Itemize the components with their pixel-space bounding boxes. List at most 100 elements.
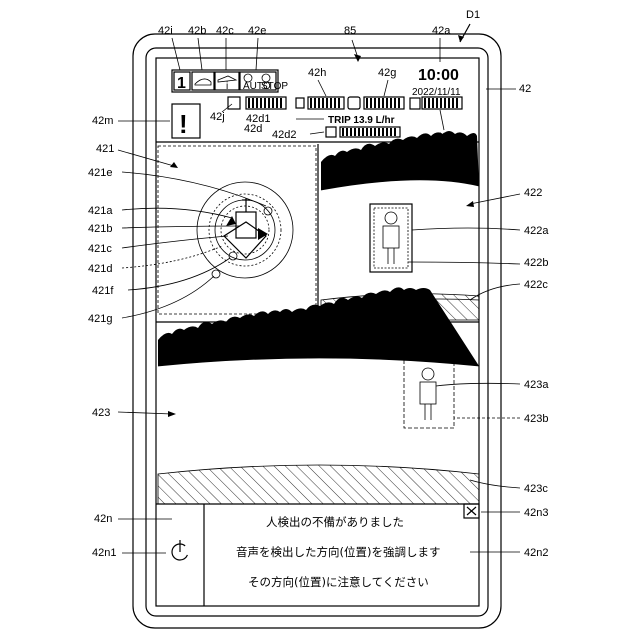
gauge-segment bbox=[346, 128, 348, 136]
message-panel: 42n 42n1 42n3 人検出の不備がありました 音声を検出した方向(位置)… bbox=[92, 504, 548, 606]
detection-range-inner bbox=[209, 194, 281, 266]
ref-42a: 42a bbox=[432, 25, 451, 37]
gauge-segment bbox=[452, 98, 454, 108]
gauge-segment bbox=[374, 128, 376, 136]
gauge-segment bbox=[382, 98, 384, 108]
gauge-segment bbox=[248, 98, 250, 108]
gauge-segment bbox=[350, 128, 352, 136]
rear-view-machine-edge bbox=[158, 465, 479, 504]
water-temp-icon bbox=[348, 97, 360, 109]
ref-423: 423 bbox=[92, 407, 110, 419]
ref-42g: 42g bbox=[378, 67, 396, 79]
ref-422b: 422b bbox=[524, 257, 548, 269]
gauge-segment bbox=[432, 98, 434, 108]
ref-423b: 423b bbox=[524, 413, 548, 425]
ref-423c: 423c bbox=[524, 483, 548, 495]
gauge-segment bbox=[378, 98, 380, 108]
ref-421b: 421b bbox=[88, 223, 112, 235]
gauge-segment bbox=[390, 128, 392, 136]
gauge-segment bbox=[326, 98, 328, 108]
ref-421c: 421c bbox=[88, 243, 112, 255]
gauge-segment bbox=[354, 128, 356, 136]
ref-421d: 421d bbox=[88, 263, 112, 275]
clock-date: 2022/11/11 bbox=[412, 87, 461, 98]
ref-42m: 42m bbox=[92, 115, 113, 127]
rear-camera-view: 423 423a 423b 423c bbox=[92, 287, 549, 504]
ref-421e: 421e bbox=[88, 167, 112, 179]
travel-mode-text: i bbox=[226, 81, 228, 92]
gauge-segment bbox=[334, 98, 336, 108]
ref-42i: 42i bbox=[158, 25, 173, 37]
gauge-segment bbox=[382, 128, 384, 136]
gauge-segment bbox=[370, 98, 372, 108]
ref-421: 421 bbox=[96, 143, 114, 155]
ref-85: 85 bbox=[344, 25, 356, 37]
detected-person-icon bbox=[383, 212, 399, 264]
clock-time: 10:00 bbox=[418, 67, 459, 84]
message-line-3: その方向(位置)に注意してください bbox=[248, 575, 429, 589]
ref-421f: 421f bbox=[92, 285, 114, 297]
ref-422a: 422a bbox=[524, 225, 549, 237]
gauge-segment bbox=[256, 98, 258, 108]
person-detection-box bbox=[404, 358, 454, 428]
ref-42n2: 42n2 bbox=[524, 547, 548, 559]
fuel-consumption-icon bbox=[326, 127, 336, 137]
figure-id: D1 bbox=[466, 9, 480, 21]
gauge-segment bbox=[280, 98, 282, 108]
person-highlight-frame bbox=[370, 204, 412, 272]
detection-range-outer bbox=[197, 182, 293, 278]
gauge-segment bbox=[268, 98, 270, 108]
ref-42h: 42h bbox=[308, 67, 326, 79]
trip-fuel-rate: TRIP 13.9 L/hr bbox=[328, 115, 395, 126]
gauge-segment bbox=[264, 98, 266, 108]
status-bar: 85 42i 42b 42c 42e 1 i AUTO STOP 42h 42g… bbox=[92, 25, 462, 143]
gauge-segment bbox=[386, 128, 388, 136]
rear-person-icon bbox=[420, 368, 436, 420]
svg-text:!: ! bbox=[179, 109, 188, 139]
gear-value: 1 bbox=[177, 75, 186, 92]
battery-icon bbox=[410, 98, 420, 109]
gauge-segment bbox=[338, 98, 340, 108]
ref-42c: 42c bbox=[216, 25, 234, 37]
ref-422c: 422c bbox=[524, 279, 548, 291]
gauge-segment bbox=[366, 128, 368, 136]
ref-42e: 42e bbox=[248, 25, 266, 37]
gauge-segment bbox=[252, 98, 254, 108]
gauge-segment bbox=[322, 98, 324, 108]
gauge-segment bbox=[276, 98, 278, 108]
ref-42n: 42n bbox=[94, 513, 112, 525]
fuel-icon bbox=[296, 98, 304, 108]
ref-422: 422 bbox=[524, 187, 542, 199]
gauge-segment bbox=[378, 128, 380, 136]
gauge-segment bbox=[394, 98, 396, 108]
gauge-segment bbox=[342, 128, 344, 136]
close-icon bbox=[467, 507, 476, 515]
gauge-segment bbox=[456, 98, 458, 108]
gauge-segment bbox=[370, 128, 372, 136]
left-camera-view: 422 422a 422b 422c bbox=[321, 131, 549, 320]
ref-42d2: 42d2 bbox=[272, 129, 296, 141]
gauge-segment bbox=[362, 128, 364, 136]
overhead-panel: 421 421e 421a 421b 421c 421d 421f 421g bbox=[88, 143, 316, 325]
overhead-frame bbox=[158, 146, 316, 314]
gauge-segment bbox=[440, 98, 442, 108]
ref-42j: 42j bbox=[210, 111, 225, 123]
message-line-2: 音声を検出した方向(位置)を強調します bbox=[236, 545, 440, 559]
gauge-segment bbox=[386, 98, 388, 108]
vehicle-mode-icon bbox=[192, 72, 214, 90]
ref-42n1: 42n1 bbox=[92, 547, 116, 559]
gauge-segment bbox=[374, 98, 376, 108]
gauge-segment bbox=[394, 128, 396, 136]
ref-42b: 42b bbox=[188, 25, 206, 37]
message-line-1: 人検出の不備がありました bbox=[266, 515, 404, 529]
gauge-segment bbox=[444, 98, 446, 108]
power-button[interactable] bbox=[172, 540, 188, 560]
ref-42n3: 42n3 bbox=[524, 507, 548, 519]
gauge-segment bbox=[314, 98, 316, 108]
gauge-segment bbox=[310, 98, 312, 108]
gauge-segment bbox=[358, 128, 360, 136]
gauge-segment bbox=[390, 98, 392, 108]
gauge-segment bbox=[260, 98, 262, 108]
gauge-segment bbox=[366, 98, 368, 108]
ref-42d: 42d bbox=[244, 123, 262, 135]
